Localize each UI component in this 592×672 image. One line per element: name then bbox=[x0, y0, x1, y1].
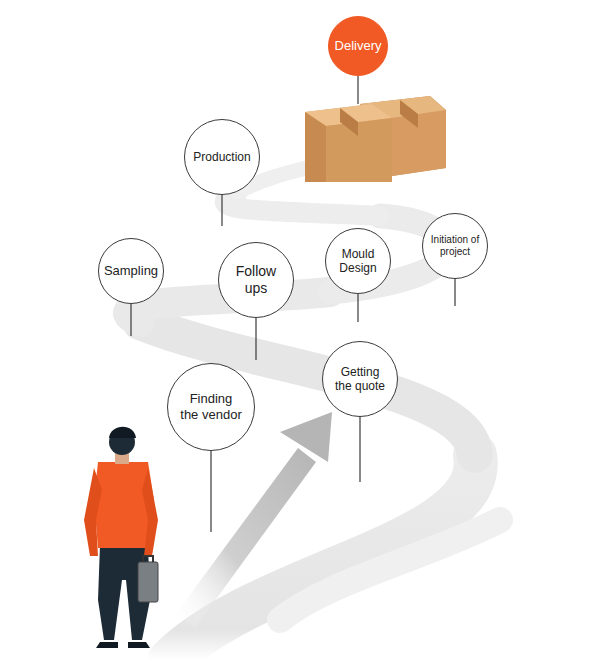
step-circle: Production bbox=[184, 119, 260, 195]
road bbox=[128, 162, 500, 660]
step-label: Follow ups bbox=[230, 263, 282, 297]
delivery-boxes bbox=[305, 96, 446, 182]
step-circle: Follow ups bbox=[218, 242, 294, 318]
step-circle: Getting the quote bbox=[322, 341, 398, 417]
step-label: Initiation of project bbox=[429, 234, 481, 258]
step-circle: Finding the vendor bbox=[167, 363, 255, 451]
step-label: Mould Design bbox=[334, 247, 382, 276]
leader-lines bbox=[131, 76, 455, 532]
step-text-group: Delivery bbox=[335, 38, 382, 54]
step-label: Sampling bbox=[104, 263, 158, 279]
step-text-group: Production bbox=[193, 150, 250, 164]
step-circle: Initiation of project bbox=[422, 213, 488, 279]
step-text-group: Initiation of project bbox=[429, 234, 481, 258]
step-circle: Mould Design bbox=[325, 228, 391, 294]
step-label: Production bbox=[193, 150, 250, 164]
step-label: Finding the vendor bbox=[180, 391, 242, 422]
businessman bbox=[84, 427, 158, 648]
step-text-group: Mould Design bbox=[334, 247, 382, 276]
step-text-group: Getting the quote bbox=[331, 365, 389, 394]
step-text-group: Finding the vendor bbox=[180, 391, 242, 422]
step-text-group: Sampling bbox=[104, 263, 158, 279]
step-text-group: Follow ups bbox=[230, 263, 282, 297]
step-circle: Sampling bbox=[98, 238, 164, 304]
step-label: Getting the quote bbox=[331, 365, 389, 394]
step-label: Delivery bbox=[335, 38, 382, 54]
step-circle: Delivery bbox=[328, 16, 388, 76]
